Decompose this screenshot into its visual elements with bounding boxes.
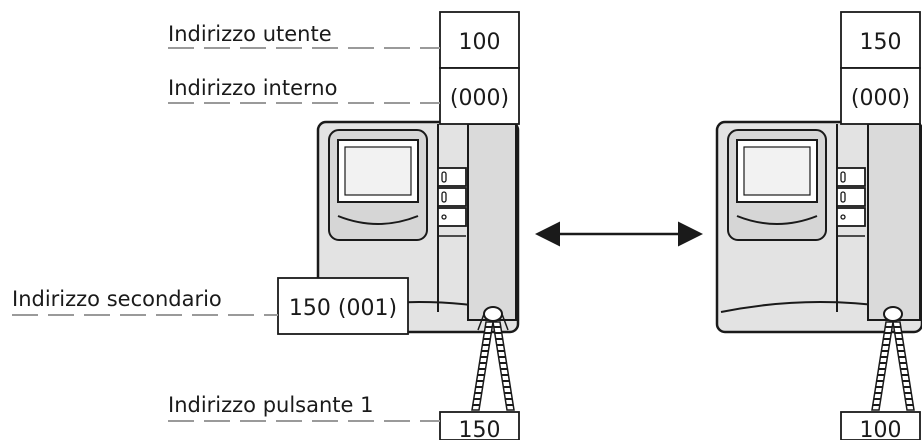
left-user-address-box [439,11,520,69]
left-button-address-box [439,411,520,441]
left-button-3 [437,207,467,227]
left-internal-address: (000) [450,86,509,111]
left-videophone [316,120,520,411]
left-cord-a [471,321,494,411]
left-button-address: 150 [459,418,501,440]
right-user-address-box [840,11,921,69]
right-cord-b [892,321,915,411]
right-button-address-box [840,411,921,441]
left-secondary-address-box [277,277,409,335]
right-internal-address: (000) [851,86,910,111]
user-address-label: Indirizzo utente [168,22,332,46]
right-internal-address-box [840,67,921,125]
right-cord-a [871,321,894,411]
right-user-address: 150 [860,30,902,55]
left-secondary-address: 150 (001) [289,296,397,321]
left-handset [467,123,517,321]
left-cord-b [492,321,515,411]
right-handset [867,123,921,321]
button-address-label: Indirizzo pulsante 1 [168,393,374,417]
left-user-address: 100 [459,30,501,55]
right-videophone [715,120,922,411]
right-button-address: 100 [860,418,902,440]
internal-address-label: Indirizzo interno [168,76,337,100]
secondary-address-label: Indirizzo secondario [12,287,222,311]
right-cord-jack [883,306,903,322]
right-button-3 [836,207,866,227]
left-cord-jack [483,306,503,322]
left-internal-address-box [439,67,520,125]
